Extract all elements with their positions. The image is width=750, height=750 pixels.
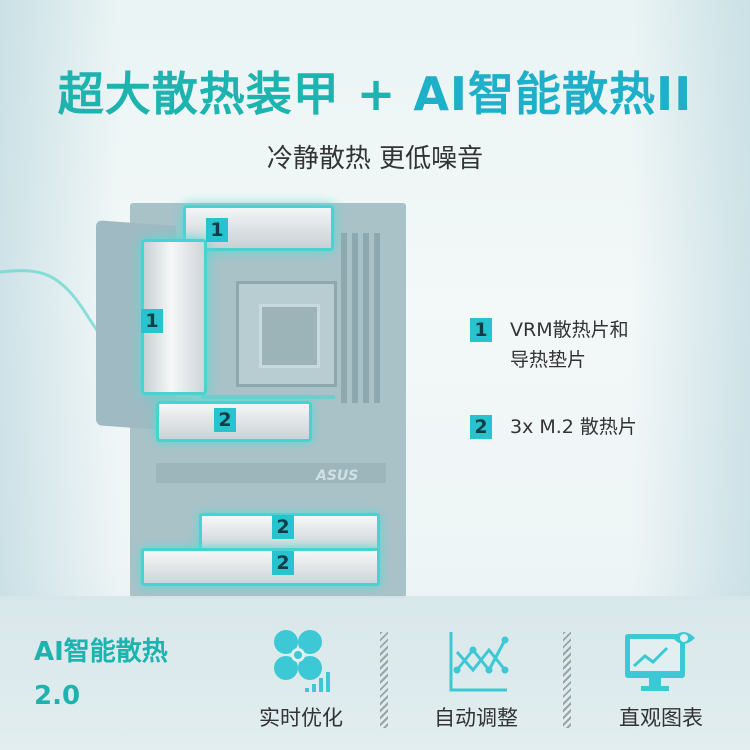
monitor-eye-icon (625, 632, 695, 691)
callout-badge: 2 (214, 408, 236, 432)
feature-label: 实时优化 (259, 706, 343, 730)
legend-line: 3x M.2 散热片 (510, 416, 637, 438)
title-part1: 超大散热装甲 + (57, 67, 414, 121)
right-glow (630, 0, 750, 600)
subtitle: 冷静散热 更低噪音 (266, 144, 484, 174)
dimm-slot (363, 233, 369, 403)
glow-wire-decoration (0, 269, 112, 350)
callout-badge: 1 (141, 309, 163, 333)
dimm-slot (352, 233, 358, 403)
legend-badge: 2 (470, 415, 492, 439)
ai-version: 2.0 (34, 681, 81, 711)
feature-realtime: 实时优化 (246, 628, 356, 732)
page-title: 超大散热装甲 + AI智能散热II (0, 58, 750, 124)
glow-frame (201, 245, 335, 399)
feature-visual-chart: 直观图表 (606, 628, 716, 732)
divider (380, 632, 388, 728)
ai-cooling-title: AI智能散热 2.0 (34, 630, 168, 718)
legend-line: 导热垫片 (510, 349, 587, 371)
legend-badge: 1 (470, 318, 492, 342)
motherboard-illustration: ASUS 1 1 2 2 2 (96, 193, 406, 598)
ai-title-text: AI智能散热 (34, 637, 168, 667)
legend-line: VRM散热片和 (510, 319, 629, 341)
vrm-heatsink-top (183, 205, 334, 251)
cpu-socket (236, 281, 337, 387)
divider (563, 632, 571, 728)
callout-badge: 2 (272, 515, 294, 539)
legend-text: 3x M.2 散热片 (510, 412, 637, 442)
legend-item: 2 3x M.2 散热片 (470, 415, 637, 442)
dimm-slot (374, 233, 380, 403)
line-chart-icon (449, 632, 509, 692)
callout-badge: 2 (272, 551, 294, 575)
feature-label: 自动调整 (434, 706, 518, 730)
socket-inner (259, 304, 320, 368)
legend: 1 VRM散热片和 导热垫片 2 3x M.2 散热片 (470, 318, 637, 482)
feature-label: 直观图表 (619, 706, 703, 730)
title-part2: AI智能散热II (413, 67, 693, 121)
m2-heatsink-3 (141, 548, 380, 586)
legend-text: VRM散热片和 导热垫片 (510, 315, 629, 375)
legend-item: 1 VRM散热片和 导热垫片 (470, 318, 637, 375)
callout-badge: 1 (206, 218, 228, 242)
feature-auto-adjust: 自动调整 (421, 628, 531, 732)
brand-mark: ASUS (316, 468, 359, 484)
dimm-slot (341, 233, 347, 403)
fan-signal-icon (274, 630, 330, 692)
pcie-slot (156, 463, 386, 483)
